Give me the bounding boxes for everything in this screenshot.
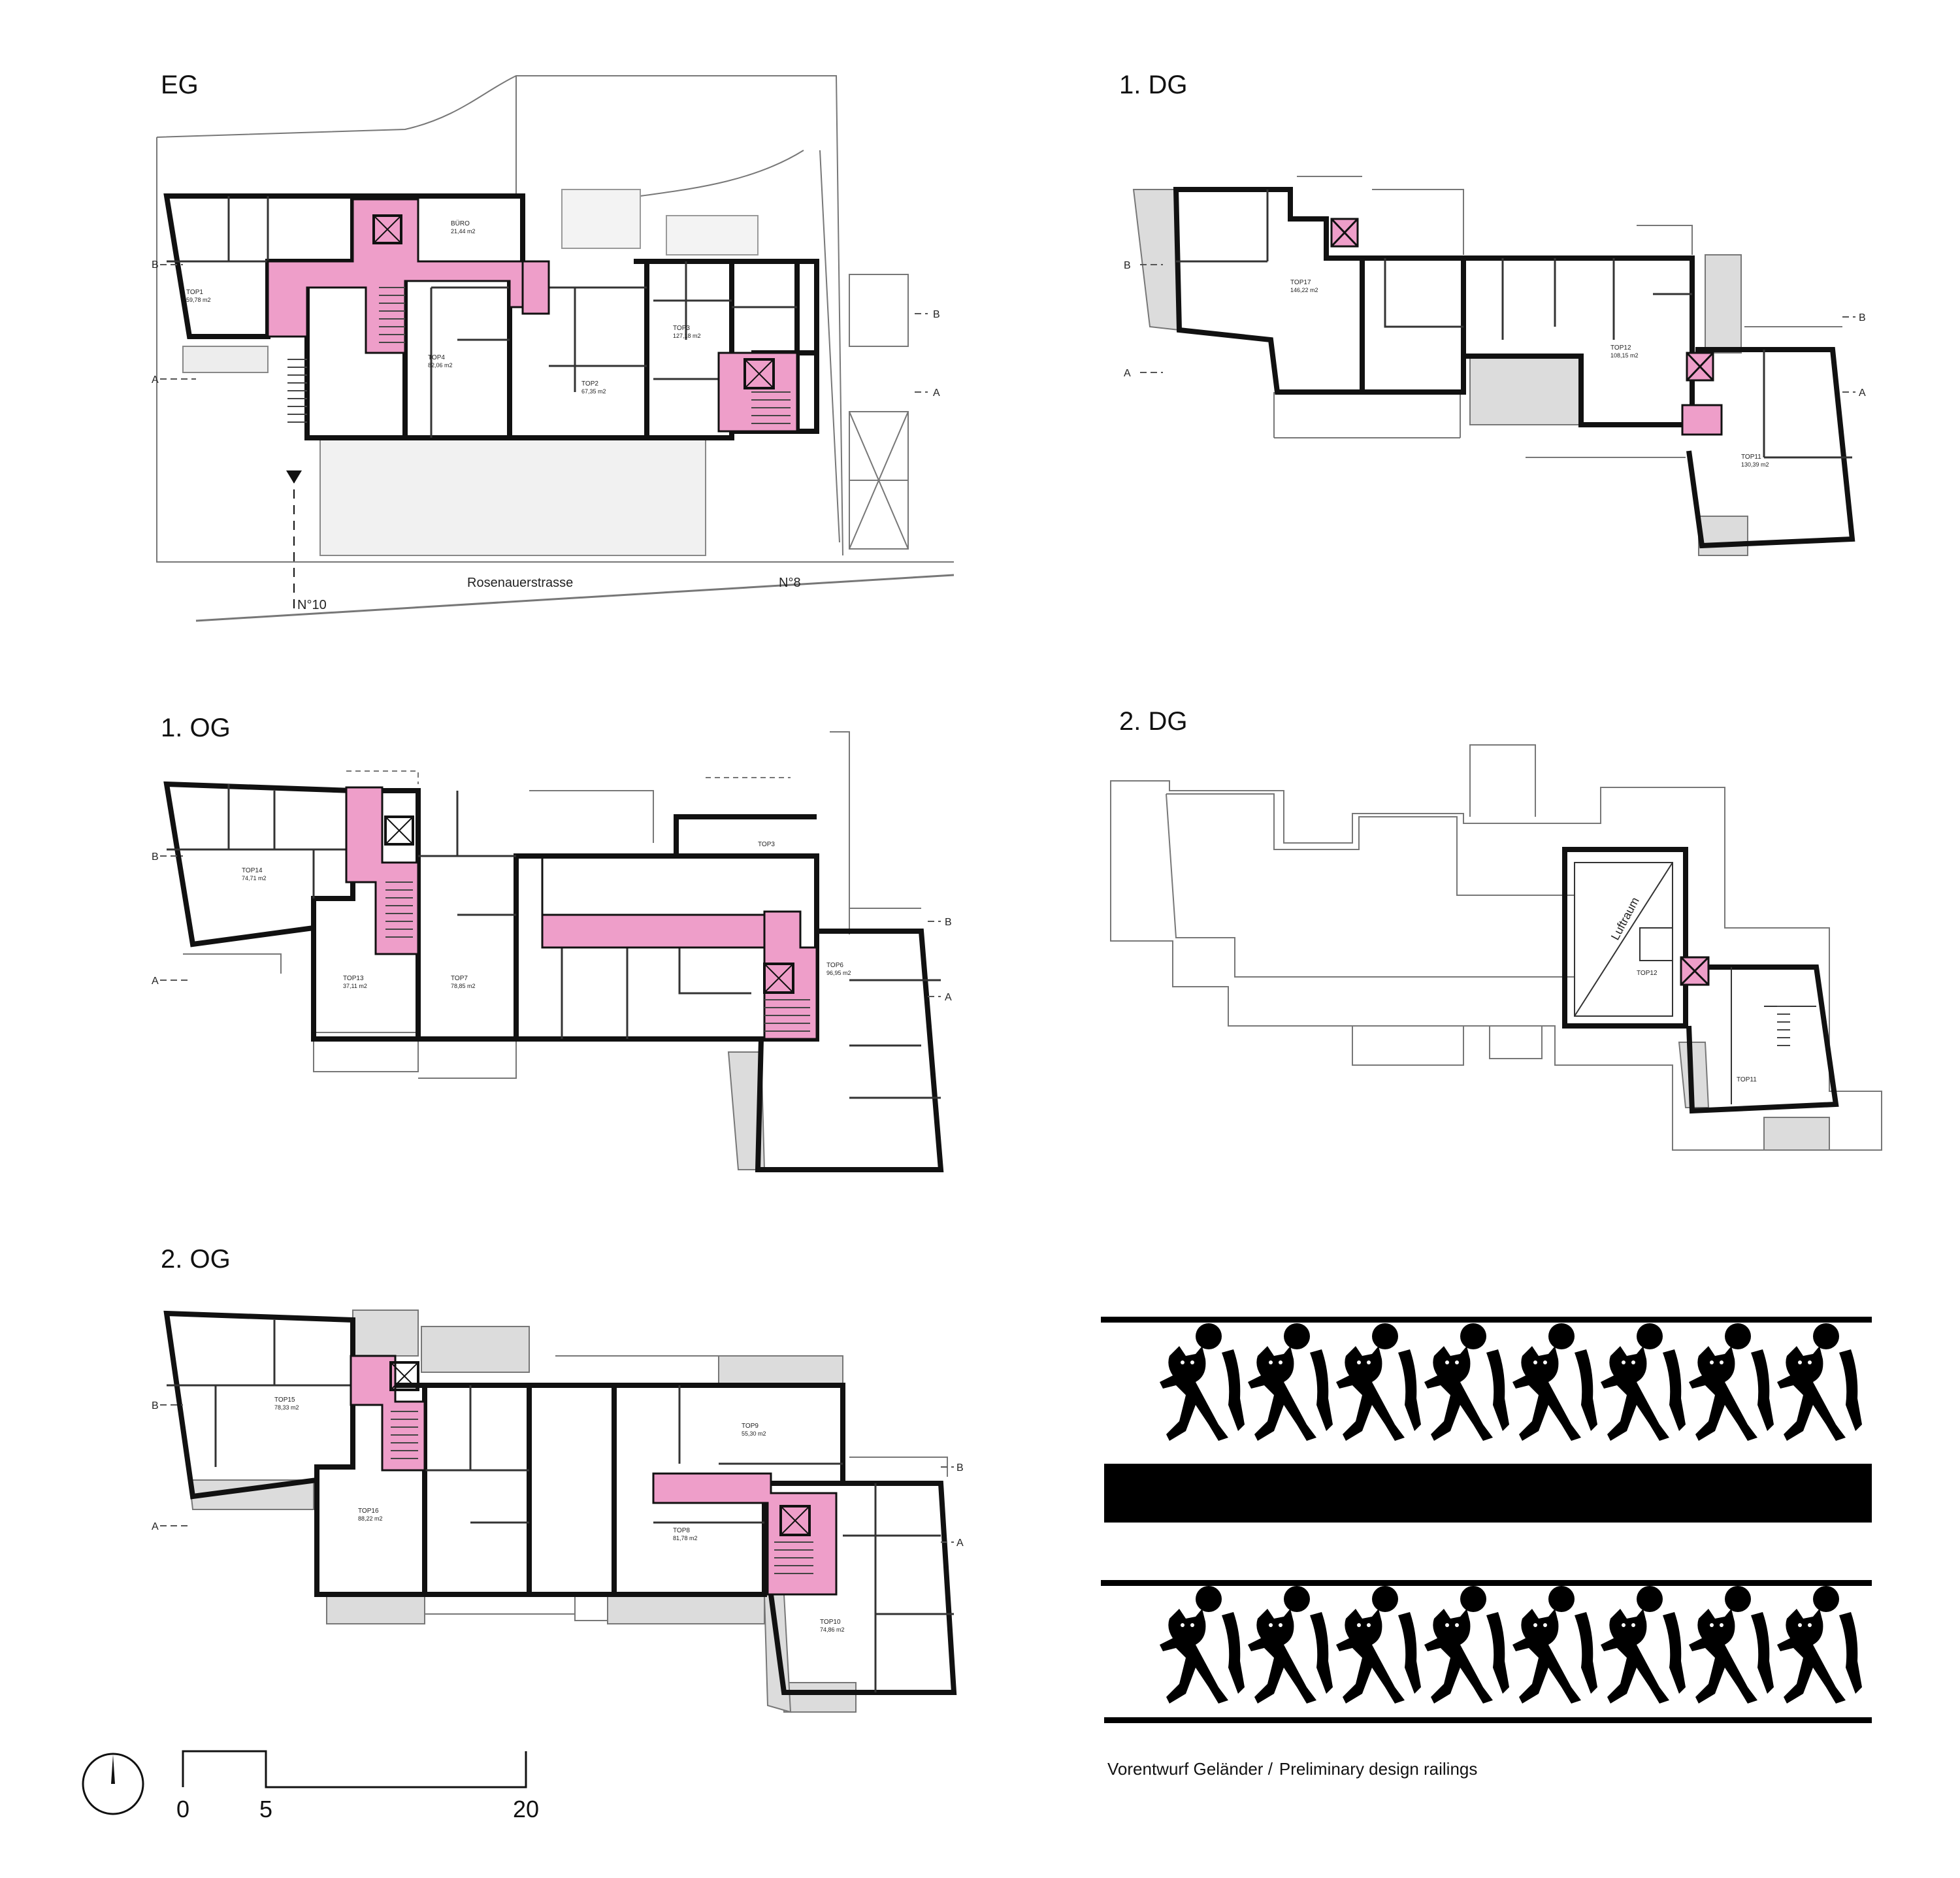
section-mark-a: A — [152, 374, 159, 386]
scale-label-20: 20 — [513, 1796, 540, 1822]
level-title-eg: EG — [161, 71, 199, 99]
section-mark-a: A — [933, 387, 940, 399]
railing-pattern — [1160, 1323, 1862, 1441]
railing-caption-en: Preliminary design railings — [1279, 1759, 1478, 1779]
unit-area: 59,78 m2 — [186, 297, 211, 303]
entrance-arrow-icon — [286, 470, 302, 611]
unit-area: 78,85 m2 — [451, 983, 476, 989]
unit-area: 130,39 m2 — [1741, 461, 1769, 468]
street-name: Rosenauerstrasse — [467, 576, 573, 590]
unit-label: TOP7 — [451, 975, 468, 982]
unit-area: 78,33 m2 — [274, 1404, 299, 1411]
section-mark-a: A — [1859, 387, 1866, 399]
unit-label: TOP15 — [274, 1396, 295, 1404]
elevator-icon — [384, 815, 794, 994]
railing-design-lower — [1101, 1580, 1872, 1723]
section-mark-a: A — [945, 992, 952, 1003]
scale-label-5: 5 — [259, 1796, 273, 1822]
section-mark-b: B — [152, 259, 159, 271]
unit-area: 74,86 m2 — [820, 1626, 845, 1633]
plan-dg1: B A B A TOP17 146,22 m2 TOP12 108,15 m2 … — [1124, 176, 1866, 556]
section-mark-b: B — [956, 1462, 964, 1474]
plan-og1: A B B A TOP14 74,71 m2 TOP13 37,11 m2 TO… — [152, 731, 952, 1172]
section-mark-a: A — [956, 1538, 964, 1549]
unit-label: TOP10 — [820, 1619, 841, 1626]
unit-label: TOP3 — [673, 325, 690, 332]
unit-label: TOP3 — [758, 841, 775, 848]
stair-icon — [1777, 1006, 1790, 1046]
section-mark-a: A — [152, 976, 159, 987]
railing-pattern — [1160, 1586, 1862, 1704]
level-title-dg2: 2. DG — [1119, 707, 1188, 736]
plan-dg2: Luftraum TOP12 TOP11 — [1110, 744, 1882, 1151]
unit-area: 37,11 m2 — [343, 983, 367, 989]
unit-label: TOP1 — [186, 289, 203, 296]
unit-label: TOP17 — [1290, 279, 1311, 286]
scale-bar — [182, 1750, 527, 1788]
unit-area: 146,22 m2 — [1290, 287, 1318, 293]
unit-area: 82,06 m2 — [428, 362, 453, 369]
level-title-og1: 1. OG — [161, 714, 231, 742]
unit-label: TOP11 — [1737, 1076, 1757, 1083]
unit-area: 55,30 m2 — [742, 1430, 766, 1437]
unit-area: 96,95 m2 — [826, 970, 851, 976]
unit-area: 21,44 m2 — [451, 228, 476, 235]
elevator-icon — [1330, 218, 1714, 382]
unit-label: TOP11 — [1741, 453, 1761, 461]
stair-icon — [287, 287, 791, 424]
level-title-dg1: 1. DG — [1119, 71, 1188, 99]
section-mark-a: A — [152, 1521, 159, 1532]
unit-label: TOP12 — [1610, 344, 1631, 352]
section-mark-b: B — [933, 309, 940, 320]
unit-label: TOP9 — [742, 1423, 759, 1430]
level-title-og2: 2. OG — [161, 1245, 231, 1274]
unit-label: BÜRO — [451, 220, 470, 227]
elevator-icon — [389, 1361, 811, 1536]
railing-caption-de: Vorentwurf Geländer / — [1107, 1759, 1273, 1779]
scale-label-0: 0 — [176, 1796, 190, 1822]
unit-area: 67,35 m2 — [581, 388, 606, 395]
railing-caption: Vorentwurf Geländer / Preliminary design … — [1107, 1759, 1477, 1779]
elevator-icon — [372, 214, 775, 389]
unit-label: TOP6 — [826, 962, 843, 969]
unit-area: 108,15 m2 — [1610, 352, 1639, 359]
unit-label: TOP4 — [428, 354, 445, 361]
unit-label: TOP14 — [242, 867, 263, 874]
unit-area: 81,78 m2 — [673, 1535, 698, 1541]
railing-design-upper — [1101, 1317, 1872, 1523]
plan-og2: A B B A TOP15 78,33 m2 TOP16 88,22 m2 TO… — [152, 1310, 964, 1713]
section-mark-b: B — [152, 851, 159, 863]
unit-area: 127,18 m2 — [673, 333, 701, 339]
unit-area: 74,71 m2 — [242, 875, 267, 881]
section-mark-b: B — [152, 1400, 159, 1411]
elevator-icon — [1680, 956, 1710, 986]
north-arrow-icon — [82, 1753, 144, 1815]
house-number-8: N°8 — [779, 576, 801, 590]
unit-label: TOP2 — [581, 380, 598, 387]
unit-label: TOP8 — [673, 1527, 690, 1534]
unit-label: TOP16 — [358, 1507, 379, 1515]
unit-label: TOP12 — [1637, 970, 1658, 977]
section-mark-b: B — [945, 917, 952, 928]
stair-icon — [391, 1411, 813, 1574]
stair-icon — [385, 881, 810, 1032]
unit-area: 88,22 m2 — [358, 1515, 383, 1522]
section-mark-b: B — [1124, 260, 1131, 271]
unit-label: TOP13 — [343, 975, 364, 982]
section-mark-b: B — [1859, 312, 1866, 323]
section-mark-a: A — [1124, 368, 1131, 379]
plan-eg: A B B A TOP1 59,78 m2 BÜRO 21,44 m2 TOP4… — [152, 75, 955, 622]
house-number-10: N°10 — [297, 598, 327, 612]
